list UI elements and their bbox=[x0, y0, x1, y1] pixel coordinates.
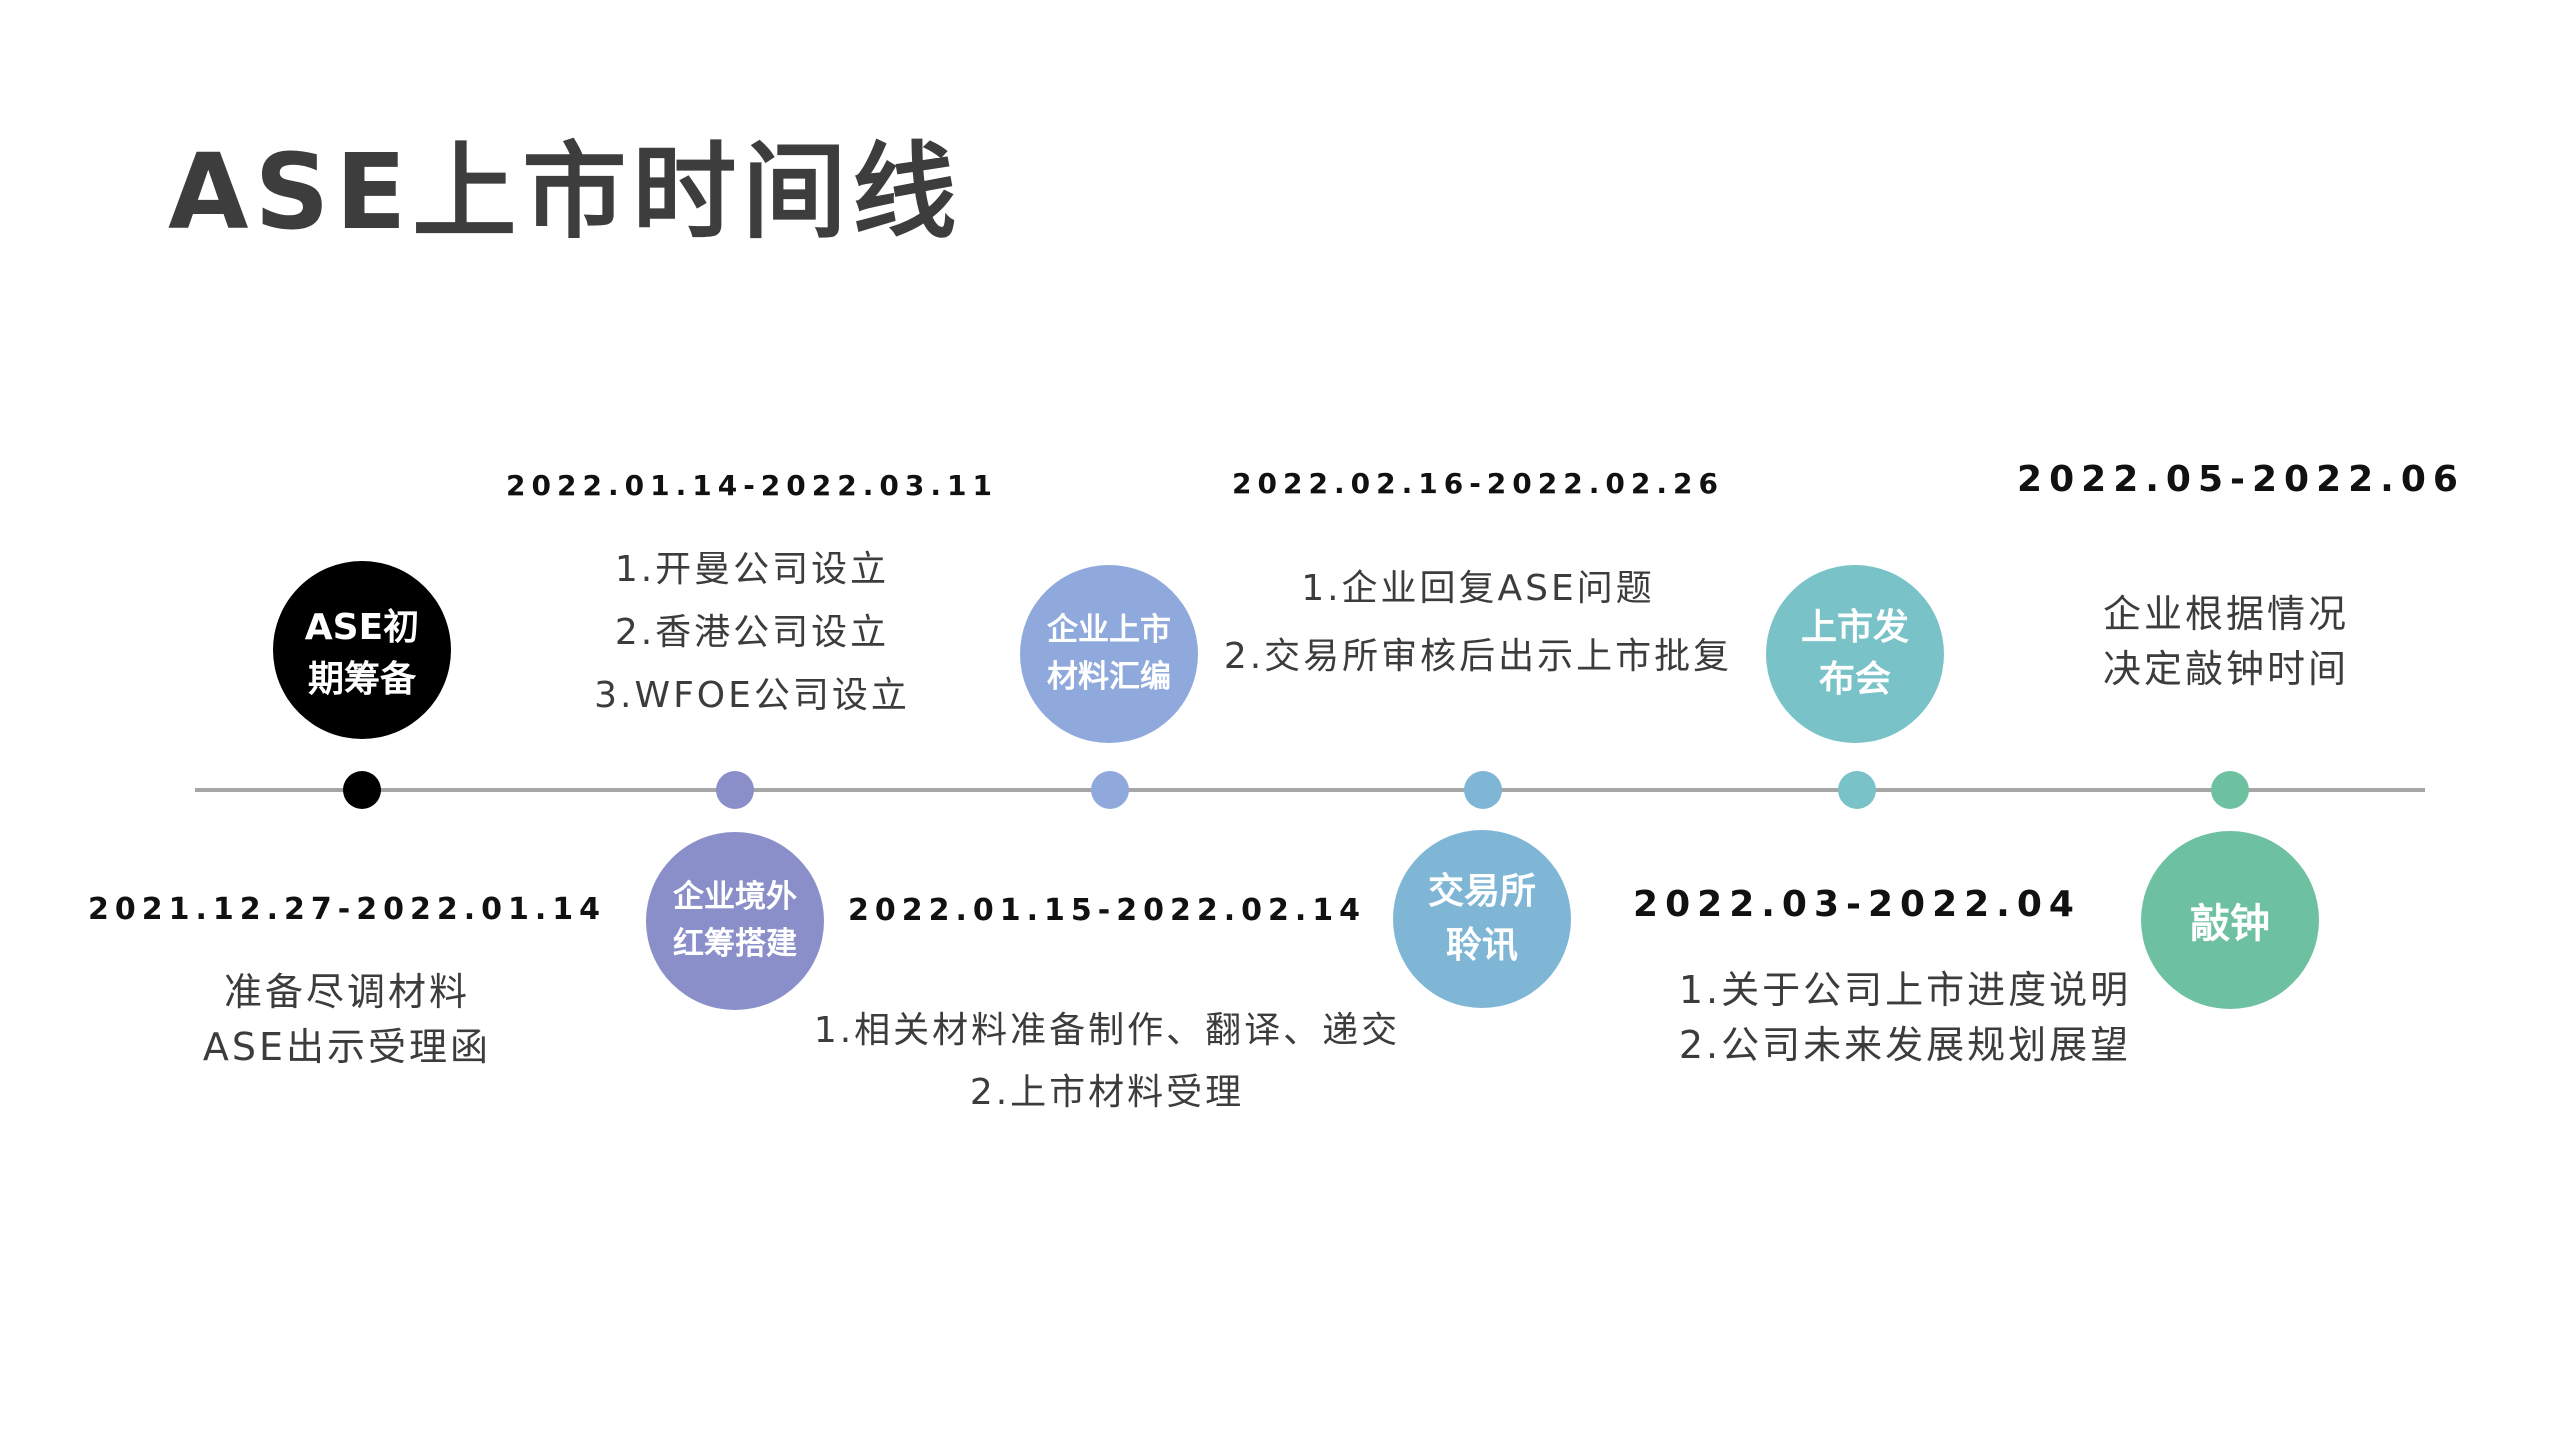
timeline-dot-6 bbox=[2211, 771, 2249, 809]
stage-desc-line: 1.企业回复ASE问题 bbox=[1301, 568, 1655, 609]
stage-label-1: ASE初 期筹备 bbox=[304, 607, 420, 700]
stage-date-3: 2022.01.15-2022.02.14 bbox=[847, 893, 1367, 928]
stage-desc-6: 企业根据情况 决定敲钟时间 bbox=[2103, 587, 2349, 697]
stage-desc-line: 1.关于公司上市进度说明 bbox=[1678, 968, 2132, 1012]
stage-desc-line: 2.上市材料受理 bbox=[969, 1072, 1245, 1113]
stage-desc-line: 决定敲钟时间 bbox=[2102, 647, 2350, 691]
stage-desc-line: ASE出示受理函 bbox=[202, 1025, 492, 1069]
stage-desc-line: 2.香港公司设立 bbox=[614, 612, 890, 653]
stage-label-3: 企业上市 材料汇编 bbox=[1047, 612, 1171, 695]
stage-desc-line: 2.公司未来发展规划展望 bbox=[1678, 1023, 2132, 1067]
stage-label-2: 企业境外 红筹搭建 bbox=[673, 879, 797, 962]
timeline-dot-2 bbox=[716, 771, 754, 809]
timeline-dot-1 bbox=[343, 771, 381, 809]
stage-circle-3: 企业上市 材料汇编 bbox=[1020, 565, 1198, 743]
stage-desc-line: 企业根据情况 bbox=[2102, 592, 2350, 636]
stage-date-2: 2022.01.14-2022.03.11 bbox=[506, 469, 998, 502]
stage-desc-line: 1.开曼公司设立 bbox=[614, 549, 890, 590]
stage-date-1: 2021.12.27-2022.01.14 bbox=[87, 892, 607, 927]
page-title: ASE上市时间线 bbox=[168, 131, 963, 253]
stage-desc-line: 1.相关材料准备制作、翻译、递交 bbox=[813, 1010, 1401, 1051]
stage-date-6: 2022.05-2022.06 bbox=[2017, 459, 2465, 500]
stage-desc-1: 准备尽调材料 ASE出示受理函 bbox=[203, 965, 491, 1075]
stage-circle-5: 上市发 布会 bbox=[1766, 565, 1944, 743]
timeline-dot-4 bbox=[1464, 771, 1502, 809]
stage-desc-line: 2.交易所审核后出示上市批复 bbox=[1223, 636, 1733, 677]
timeline-dot-3 bbox=[1091, 771, 1129, 809]
stage-desc-2: 1.开曼公司设立 2.香港公司设立 3.WFOE公司设立 bbox=[594, 538, 910, 727]
stage-label-4: 交易所 聆讯 bbox=[1427, 871, 1536, 966]
stage-circle-2: 企业境外 红筹搭建 bbox=[646, 832, 824, 1010]
stage-desc-4: 1.企业回复ASE问题 2.交易所审核后出示上市批复 bbox=[1224, 555, 1732, 691]
stage-circle-4: 交易所 聆讯 bbox=[1393, 830, 1571, 1008]
timeline-dot-5 bbox=[1838, 771, 1876, 809]
stage-label-5: 上市发 布会 bbox=[1800, 607, 1909, 700]
stage-date-4: 2022.02.16-2022.02.26 bbox=[1232, 467, 1724, 500]
stage-date-5: 2022.03-2022.04 bbox=[1633, 884, 2081, 925]
stage-circle-6: 敲钟 bbox=[2141, 831, 2319, 1009]
stage-desc-line: 准备尽调材料 bbox=[223, 970, 471, 1014]
stage-label-6: 敲钟 bbox=[2190, 901, 2270, 947]
stage-desc-5: 1.关于公司上市进度说明 2.公司未来发展规划展望 bbox=[1679, 963, 2131, 1073]
timeline-axis bbox=[195, 788, 2425, 792]
stage-desc-line: 3.WFOE公司设立 bbox=[594, 675, 910, 716]
stage-desc-3: 1.相关材料准备制作、翻译、递交 2.上市材料受理 bbox=[814, 1000, 1400, 1124]
stage-circle-1: ASE初 期筹备 bbox=[273, 561, 451, 739]
